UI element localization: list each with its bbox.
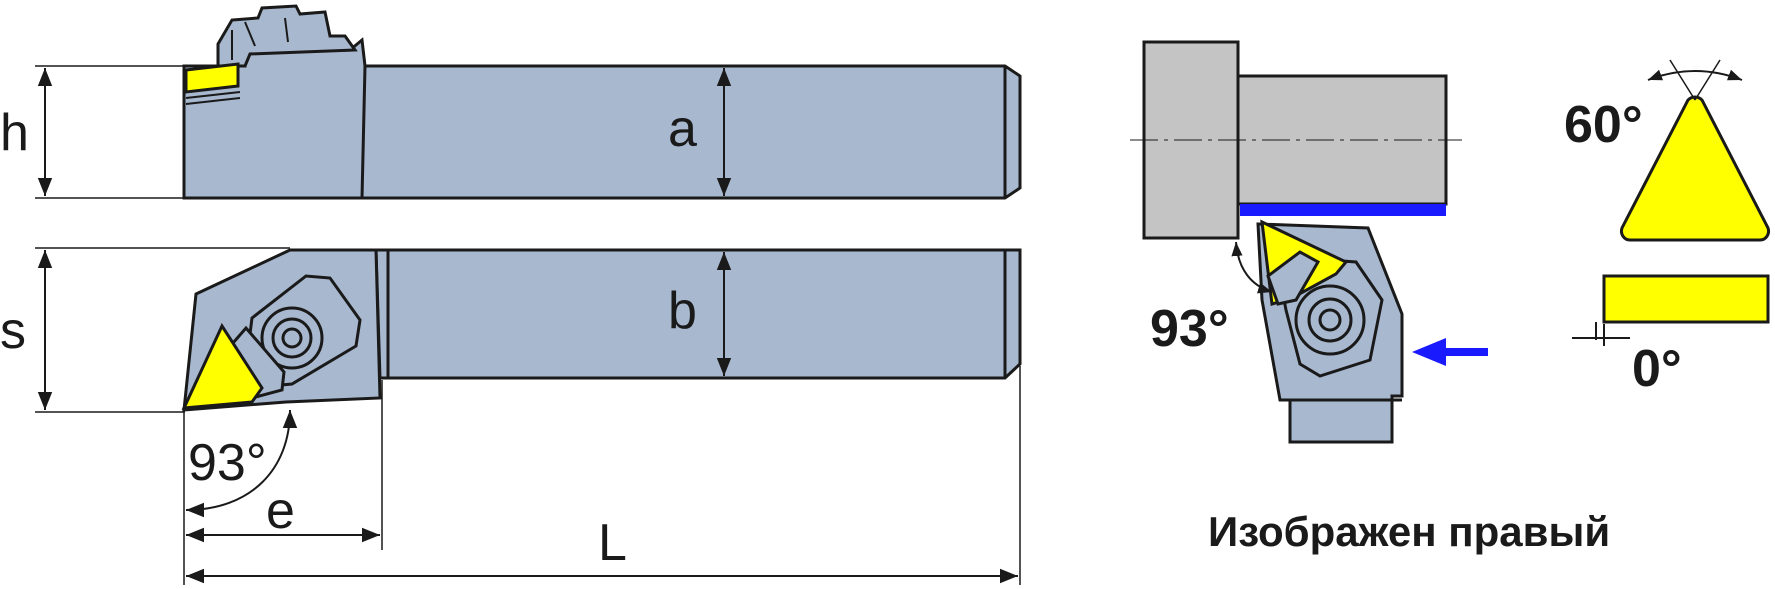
label-b: b (668, 282, 697, 340)
label-s: s (0, 302, 26, 360)
top-view (35, 247, 1022, 585)
insert-profile (1602, 274, 1770, 324)
label-L: L (598, 514, 627, 572)
label-a: a (668, 100, 697, 158)
operation-scheme (1130, 40, 1488, 444)
label-h: h (0, 104, 29, 162)
side-view (35, 4, 1022, 200)
angle-arc-right (1231, 241, 1273, 294)
clamp-lever-right (1266, 250, 1321, 306)
label-angle-right: 93° (1150, 300, 1229, 358)
insert-side (184, 62, 240, 94)
insert-detail (1572, 59, 1770, 346)
arrow-left-icon (1412, 338, 1488, 366)
machined-surface (1240, 204, 1446, 216)
label-clearance-angle: 0° (1632, 340, 1682, 398)
label-angle-left: 93° (188, 434, 267, 492)
shank-top (374, 248, 1022, 380)
screw-inner (281, 327, 303, 349)
screw-right-inner (1318, 308, 1342, 332)
label-insert-angle: 60° (1564, 96, 1643, 154)
insert-top (181, 322, 264, 410)
angle-arc-left (185, 409, 298, 518)
caption: Изображен правый (1208, 508, 1610, 555)
head-side (182, 37, 367, 200)
insert-triangle (1620, 95, 1770, 242)
label-e: e (266, 482, 295, 540)
angle-60-arc (1647, 69, 1743, 81)
